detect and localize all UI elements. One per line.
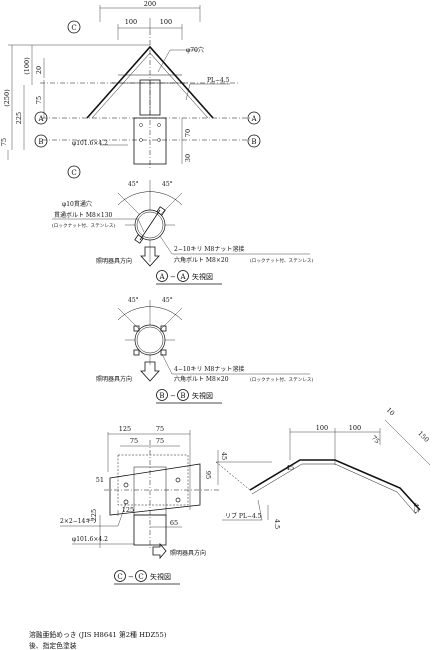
- bb-title-text: 矢視図: [192, 391, 213, 400]
- rib-dim-100-right: 100: [349, 424, 361, 432]
- rib-dim-100-left: 100: [316, 424, 328, 432]
- rib-dim-150: 150: [416, 429, 430, 443]
- cc-rib-holes-label: 2×2−14キリ: [60, 518, 97, 525]
- rib-dim-4-5-bottom: 4.5: [273, 519, 281, 529]
- bb-angle-right: 45°: [162, 297, 173, 304]
- cc-title-sep: −: [128, 573, 134, 581]
- rib-dim-10: 10: [385, 406, 397, 418]
- dim-30: 30: [184, 154, 192, 162]
- bb-angle-left: 45°: [128, 297, 139, 304]
- cc-dim-45: 45: [220, 452, 228, 460]
- rib-detail-view: 100 100 10 150 75 45 4.5 4.5 リブ PL−4.5: [215, 406, 431, 529]
- cc-dim-65: 65: [170, 519, 178, 527]
- dim-20: 20: [35, 66, 43, 74]
- bb-direction-label: 照明器具方向: [96, 375, 132, 383]
- aa-hex-bolt-note: (ロックナット付、ステンレス): [250, 257, 314, 264]
- bb-direction-arrow: [140, 361, 160, 382]
- dim-225: 225: [15, 112, 23, 124]
- aa-title-sep: −: [170, 273, 176, 281]
- section-mark-b-right: [247, 134, 261, 148]
- aa-hole-label: φ10貫通穴: [62, 200, 92, 208]
- section-mark-b-right-label: B: [251, 138, 256, 146]
- rib-dim-75: 75: [370, 434, 382, 446]
- cc-dim-125-top: 125: [119, 425, 131, 433]
- aa-angle-right: 45°: [162, 181, 173, 188]
- aa-title-text: 矢視図: [192, 272, 213, 281]
- bb-title-mark-1-text: B: [159, 392, 164, 400]
- section-mark-a-right: [247, 111, 261, 125]
- section-mark-a-left: [34, 111, 48, 125]
- aa-bolt-note: (ロックナット付、ステンレス): [52, 222, 116, 229]
- dim-100-left: 100: [125, 18, 137, 26]
- section-cc-view: 125 75 75 75 45 95 51 225 65 125 2×2−14キ…: [60, 425, 228, 585]
- dim-75: 75: [35, 96, 43, 104]
- cc-dim-125-bottom: 125: [122, 506, 134, 514]
- hole-70-label: φ70穴: [186, 46, 204, 54]
- section-mark-c-bottom-label: C: [71, 169, 76, 177]
- bb-hex-bolt-note: (ロックナット付、ステンレス): [250, 376, 314, 383]
- bb-title-mark-1: [156, 389, 168, 401]
- section-mark-c-top-label: C: [71, 24, 76, 32]
- cc-title-mark-2-text: C: [138, 573, 143, 581]
- plate-label: PL−4.5: [207, 77, 230, 84]
- note-line-1: 溶融亜鉛めっき (JIS H8641 第2種 HDZ55): [29, 630, 167, 639]
- bb-hex-bolt-label: 六角ボルト M8×20: [174, 375, 229, 383]
- cc-plate-outline: [109, 463, 201, 516]
- cc-dim-95: 95: [204, 471, 212, 479]
- aa-title-mark-1-text: A: [158, 273, 165, 281]
- bb-weld-label: 4−10キリ M8ナット溶接: [174, 365, 244, 373]
- aa-angle-left: 45°: [128, 181, 139, 188]
- aa-bolt-label: 貫通ボルト M8×130: [54, 211, 113, 219]
- dim-100-right: 100: [160, 18, 172, 26]
- top-view: 200 100 100 C (250) (100) 20 75 225 75: [0, 0, 261, 179]
- cc-title-mark-1-text: C: [117, 573, 122, 581]
- section-mark-c-top: [67, 20, 81, 34]
- pipe-label-top: φ101.6×4.2: [72, 140, 108, 147]
- rib-plate: [249, 459, 421, 511]
- cc-dim-75-top: 75: [156, 425, 164, 433]
- cc-dim-75-a: 75: [130, 437, 138, 445]
- aa-hex-bolt-label: 六角ボルト M8×20: [174, 256, 229, 264]
- bb-title-mark-2-text: B: [180, 392, 185, 400]
- cc-title-text: 矢視図: [150, 572, 171, 581]
- aa-title-mark-2: [177, 270, 189, 282]
- section-mark-a-right-label: A: [250, 115, 257, 123]
- aa-title-mark-2-text: A: [179, 273, 186, 281]
- aa-weld-label: 2−10キリ M8ナット溶接: [174, 245, 244, 253]
- bb-pipe-section: [134, 324, 166, 356]
- dim-100-paren: (100): [23, 57, 31, 75]
- note-line-2: 後、指定色塗装: [29, 641, 77, 650]
- notes-block: 溶融亜鉛めっき (JIS H8641 第2種 HDZ55) 後、指定色塗装: [29, 630, 167, 650]
- cc-dim-75-b: 75: [156, 437, 164, 445]
- section-mark-a-left-label: A: [37, 115, 44, 123]
- rib-dim-4-5-right: 4.5: [412, 503, 420, 513]
- cc-title-mark-2: [135, 570, 147, 582]
- bb-title-mark-2: [177, 389, 189, 401]
- cc-pipe-label: φ101.6×4.2: [72, 536, 108, 543]
- cc-dim-51: 51: [96, 476, 104, 484]
- section-aa-view: 45° 45° φ10貫通穴 貫通ボルト M8×130 (ロックナット付、ステン…: [52, 180, 314, 285]
- section-mark-b-left: [34, 134, 48, 148]
- dim-70: 70: [184, 129, 192, 137]
- section-bb-view: 45° 45° 4−10キリ M8ナット溶接 六角ボルト M8×20 (ロックナ…: [96, 297, 314, 404]
- aa-direction-label: 照明器具方向: [96, 257, 132, 265]
- section-mark-c-bottom: [67, 165, 81, 179]
- cc-direction-label: 照明器具方向: [170, 549, 206, 557]
- aa-title-mark-1: [156, 270, 168, 282]
- rib-dim-45: 45: [286, 464, 294, 472]
- rib-plate-label: リブ PL−4.5: [225, 512, 262, 520]
- cc-dim-225: 225: [90, 509, 98, 521]
- cc-direction-arrow: [152, 542, 167, 560]
- aa-direction-arrow: [140, 246, 160, 267]
- bb-title-sep: −: [170, 392, 176, 400]
- dim-75-lower: 75: [0, 138, 8, 146]
- cc-title-mark-1: [114, 570, 126, 582]
- cc-pipe-lower: [133, 514, 167, 546]
- dim-200: 200: [144, 0, 156, 8]
- pipe-lower: [133, 117, 167, 165]
- section-mark-b-left-label: B: [38, 138, 43, 146]
- dim-250: (250): [3, 89, 11, 107]
